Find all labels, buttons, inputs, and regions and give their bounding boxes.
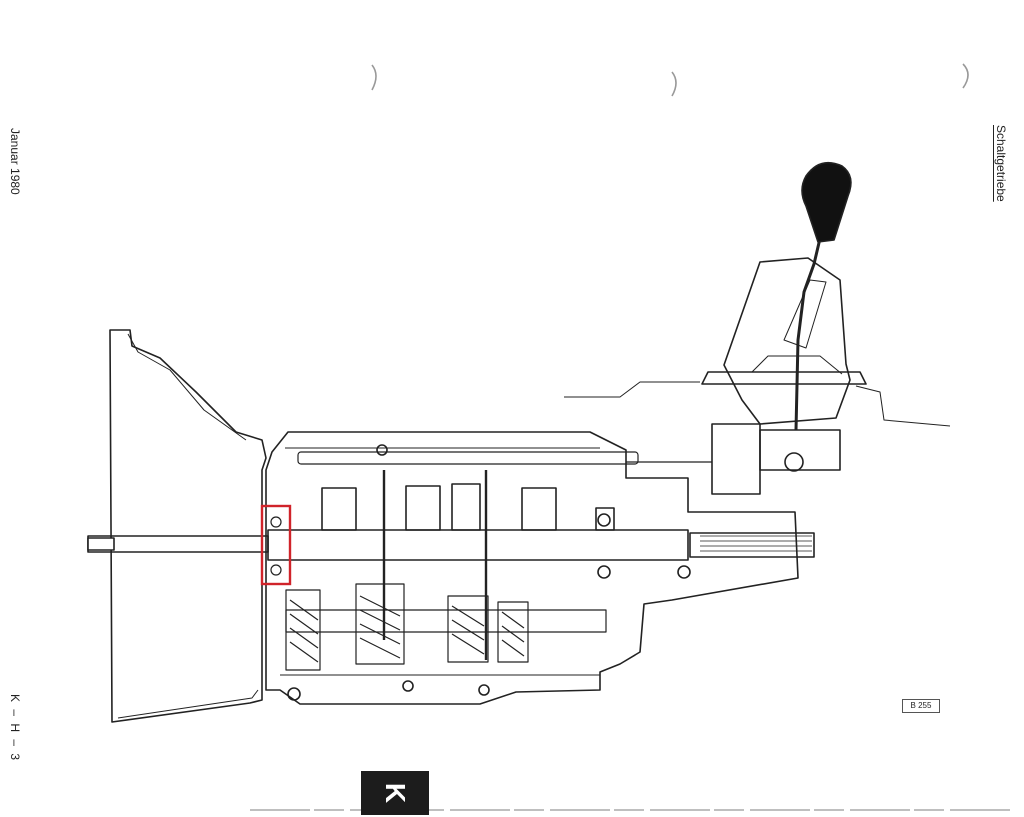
main-shaft xyxy=(267,529,689,561)
section-tab: K xyxy=(361,771,429,815)
output-shaft-spline xyxy=(689,532,815,558)
shift-lever xyxy=(794,229,824,431)
shift-knob xyxy=(801,161,852,243)
page-code: K – H – 3 xyxy=(8,694,22,763)
figure-reference: B 255 xyxy=(902,699,940,713)
bell-housing xyxy=(109,329,267,723)
section-tab-letter: K xyxy=(379,782,411,804)
input-shaft xyxy=(87,535,269,553)
date-label: Januar 1980 xyxy=(8,128,22,195)
highlight-box xyxy=(260,504,292,586)
countershaft xyxy=(285,609,607,633)
gear-cluster xyxy=(285,583,529,671)
section-title: Schaltgetriebe xyxy=(994,125,1008,202)
gearbox-case xyxy=(265,431,799,705)
